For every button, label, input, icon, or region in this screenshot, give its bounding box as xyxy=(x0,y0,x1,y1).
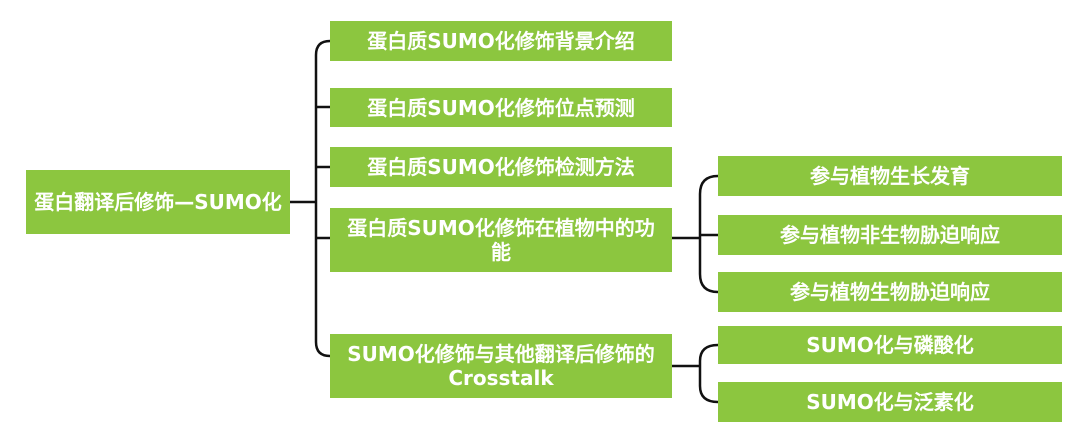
leaf-node-label: 参与植物生物胁迫响应 xyxy=(790,280,990,304)
leaf-node-label: SUMO化与泛素化 xyxy=(806,390,974,414)
leaf-node-growth-development: 参与植物生长发育 xyxy=(718,156,1062,196)
leaf-node-label: 参与植物非生物胁迫响应 xyxy=(780,223,1000,247)
leaf-node-label: 参与植物生长发育 xyxy=(810,164,970,188)
leaf-node-abiotic-stress: 参与植物非生物胁迫响应 xyxy=(718,215,1062,255)
branch-node-site-prediction: 蛋白质SUMO化修饰位点预测 xyxy=(330,88,672,127)
leaf-node-biotic-stress: 参与植物生物胁迫响应 xyxy=(718,272,1062,312)
branch-node-label: SUMO化修饰与其他翻译后修饰的Crosstalk xyxy=(347,342,655,390)
connector-crosstalk-spine xyxy=(698,343,719,404)
connector-root-spine xyxy=(314,39,331,358)
branch-node-detection-methods: 蛋白质SUMO化修饰检测方法 xyxy=(330,147,672,187)
branch-node-plant-functions: 蛋白质SUMO化修饰在植物中的功能 xyxy=(330,208,672,272)
leaf-node-ubiquitination: SUMO化与泛素化 xyxy=(718,382,1062,422)
branch-node-label: 蛋白质SUMO化修饰检测方法 xyxy=(367,155,635,179)
branch-node-label: 蛋白质SUMO化修饰在植物中的功能 xyxy=(347,216,655,264)
branch-node-background: 蛋白质SUMO化修饰背景介绍 xyxy=(330,21,672,61)
branch-node-crosstalk: SUMO化修饰与其他翻译后修饰的Crosstalk xyxy=(330,334,672,398)
leaf-node-phosphorylation: SUMO化与磷酸化 xyxy=(718,326,1062,364)
branch-node-label: 蛋白质SUMO化修饰背景介绍 xyxy=(367,29,635,53)
root-node-label: 蛋白翻译后修饰—SUMO化 xyxy=(34,190,282,214)
leaf-node-label: SUMO化与磷酸化 xyxy=(806,333,974,357)
root-node: 蛋白翻译后修饰—SUMO化 xyxy=(26,170,290,234)
branch-node-label: 蛋白质SUMO化修饰位点预测 xyxy=(367,95,635,120)
